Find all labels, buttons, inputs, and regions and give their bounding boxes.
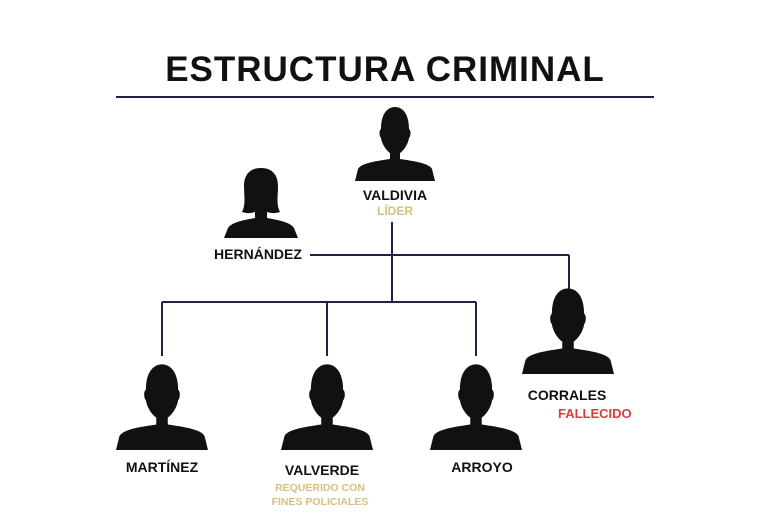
member-valverde-status-line2: FINES POLICIALES (271, 496, 369, 508)
male-silhouette-icon (355, 107, 435, 181)
title-divider (116, 96, 654, 98)
male-silhouette-icon (522, 288, 614, 374)
member-valverde-status-line1: REQUERIDO CON (275, 482, 365, 494)
female-silhouette-icon (224, 168, 298, 238)
page-title: ESTRUCTURA CRIMINAL (165, 50, 605, 89)
male-silhouette-icon (430, 364, 522, 450)
member-arroyo-name: ARROYO (451, 459, 513, 475)
member-martinez-name: MARTÍNEZ (125, 459, 199, 475)
member-valdivia-role: LÍDER (377, 204, 413, 218)
member-valverde-name: VALVERDE (284, 462, 360, 478)
member-valdivia-name: VALDIVIA (362, 187, 428, 203)
male-silhouette-icon (116, 364, 208, 450)
member-hernandez-name: HERNÁNDEZ (214, 246, 302, 262)
member-corrales-status: FALLECIDO (558, 406, 632, 421)
male-silhouette-icon (281, 364, 373, 450)
member-corrales-name: CORRALES (527, 387, 607, 403)
